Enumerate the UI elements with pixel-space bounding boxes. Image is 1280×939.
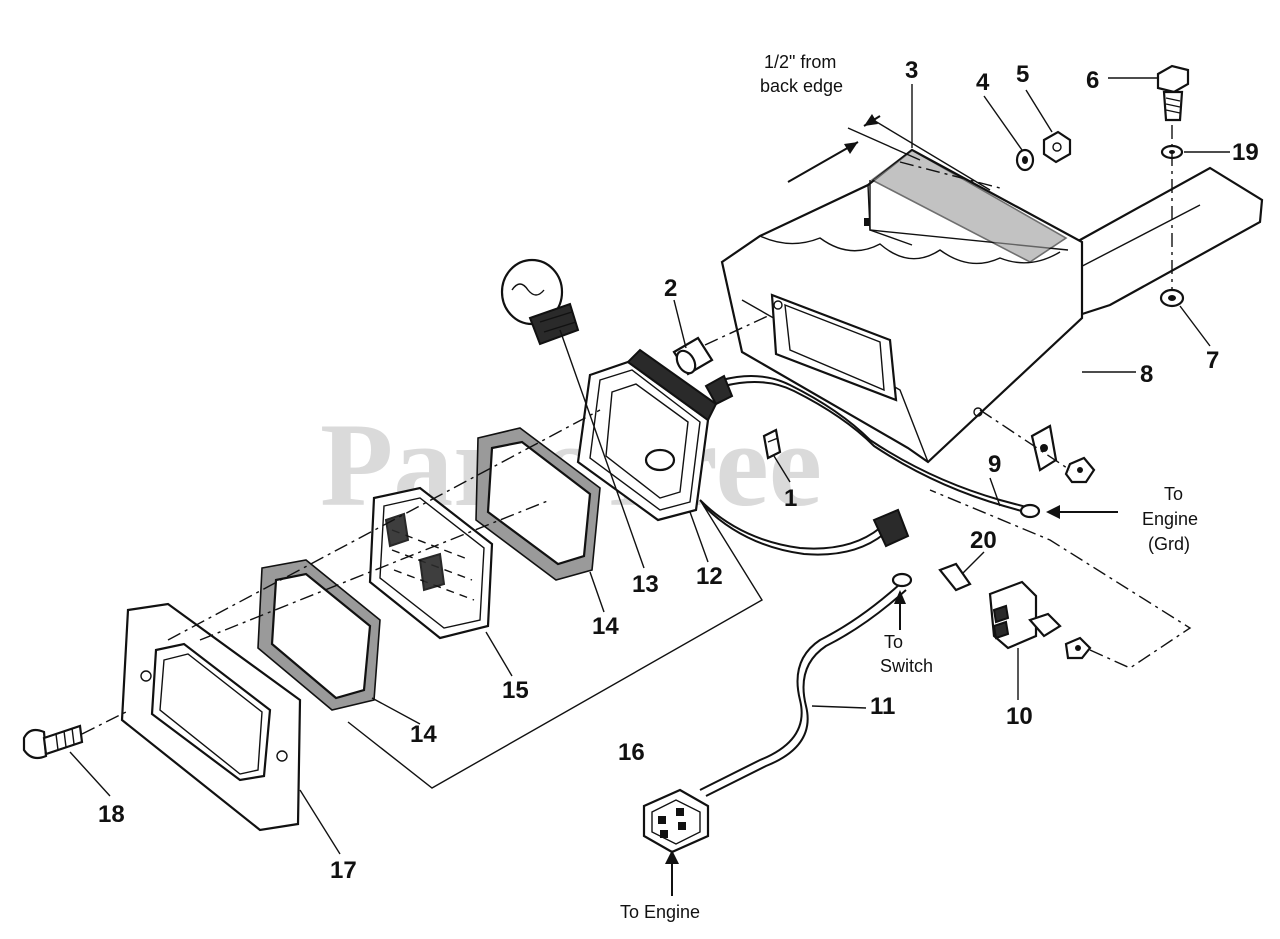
lamp-reflector: [576, 348, 910, 556]
callout-4: 4: [976, 69, 990, 96]
screw: [22, 709, 131, 760]
callout-3: 3: [905, 57, 918, 84]
bezel-plate: [120, 602, 302, 832]
switch-and-plug: [929, 489, 1192, 669]
callout-15: 15: [502, 677, 529, 704]
to-switch-line2: Switch: [880, 656, 933, 676]
gasket-rear: [475, 427, 601, 581]
assembly-bracket-16: [167, 409, 763, 789]
hardware-top: [1015, 64, 1190, 308]
callout-8: 8: [1140, 361, 1153, 388]
mount-note-line1: 1/2" from: [764, 52, 836, 72]
bulb: [500, 258, 580, 346]
headlight-housing-bracket: [720, 148, 1264, 464]
mount-note-line2: back edge: [760, 76, 843, 96]
wire-harness: [642, 572, 913, 854]
callout-16: 16: [618, 739, 645, 766]
callout-10: 10: [1006, 703, 1033, 730]
callout-18: 18: [98, 801, 125, 828]
callout-12: 12: [696, 563, 723, 590]
callout-6: 6: [1086, 67, 1099, 94]
mount-dimension: [787, 114, 1001, 191]
gasket-front: [257, 559, 381, 711]
headlight-lens: [368, 486, 494, 640]
callout-2: 2: [664, 275, 677, 302]
callout-19: 19: [1232, 139, 1259, 166]
callout-7: 7: [1206, 347, 1219, 374]
to-engine-label: To Engine: [620, 902, 700, 922]
to-engine-grd-line2: Engine: [1142, 509, 1198, 529]
callout-5: 5: [1016, 61, 1029, 88]
to-engine-grd-line3: (Grd): [1148, 534, 1190, 554]
callout-17: 17: [330, 857, 357, 884]
to-engine-grd-line1: To: [1164, 484, 1183, 504]
to-switch-line1: To: [884, 632, 903, 652]
callout-9: 9: [988, 451, 1001, 478]
callout-14-front: 14: [410, 721, 437, 748]
callout-14-rear: 14: [592, 613, 619, 640]
leader-lines: [69, 77, 1230, 896]
callout-13: 13: [632, 571, 659, 598]
callout-20: 20: [970, 527, 997, 554]
callout-11: 11: [870, 693, 895, 720]
spacer-and-cable: [672, 314, 1096, 519]
callout-1: 1: [784, 485, 797, 512]
